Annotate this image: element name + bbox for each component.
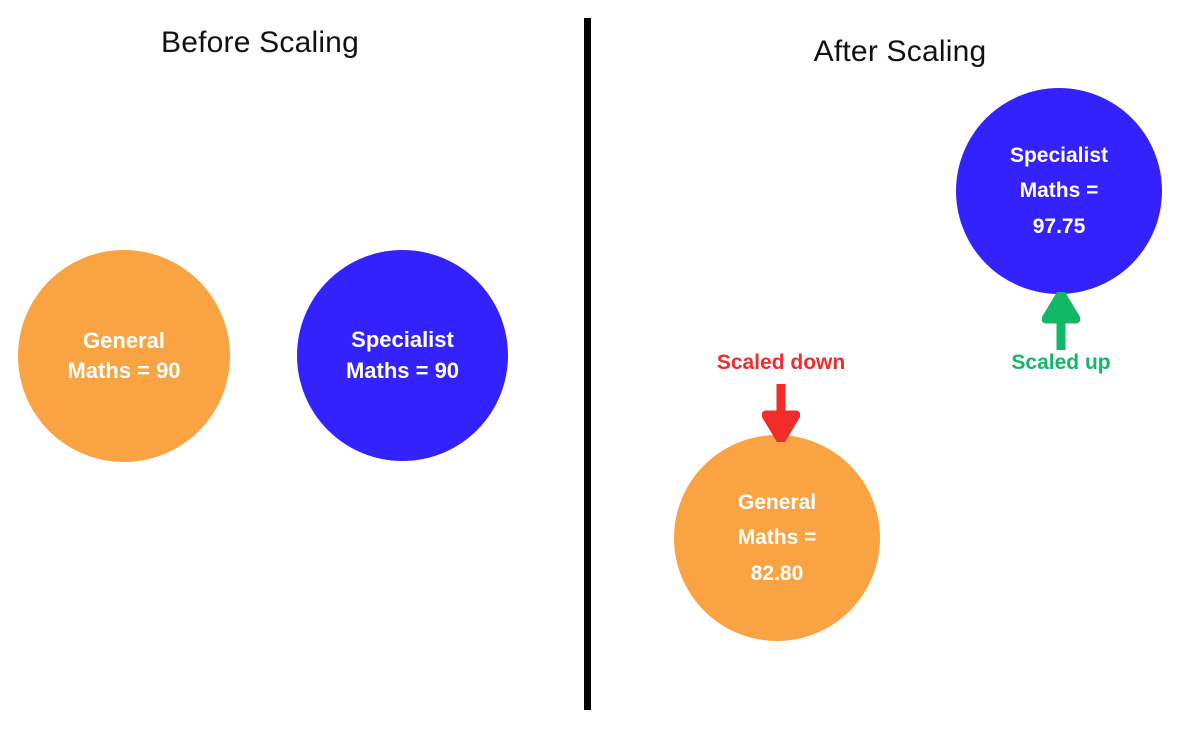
scaled-down-label: Scaled down xyxy=(716,351,846,374)
scaled-up-label: Scaled up xyxy=(1011,351,1111,374)
bubble-specialist-maths-after: Specialist Maths = 97.75 xyxy=(956,88,1162,294)
arrow-up-icon xyxy=(1041,289,1081,355)
bubble-specialist-maths-after-label: Specialist Maths = 97.75 xyxy=(1009,144,1109,238)
panel-title-after: After Scaling xyxy=(813,35,987,68)
arrow-down-icon xyxy=(761,384,801,447)
bubble-general-maths-before-label: General Maths = 90 xyxy=(67,327,181,383)
vertical-divider xyxy=(584,18,591,710)
bubble-specialist-maths-before: Specialist Maths = 90 xyxy=(297,250,508,461)
bubble-specialist-maths-before-label: Specialist Maths = 90 xyxy=(345,327,460,383)
bubble-general-maths-before: General Maths = 90 xyxy=(18,250,230,462)
panel-title-before: Before Scaling xyxy=(161,26,359,59)
bubble-general-maths-after: General Maths = 82.80 xyxy=(674,435,880,641)
bubble-general-maths-after-label: General Maths = 82.80 xyxy=(737,491,817,585)
